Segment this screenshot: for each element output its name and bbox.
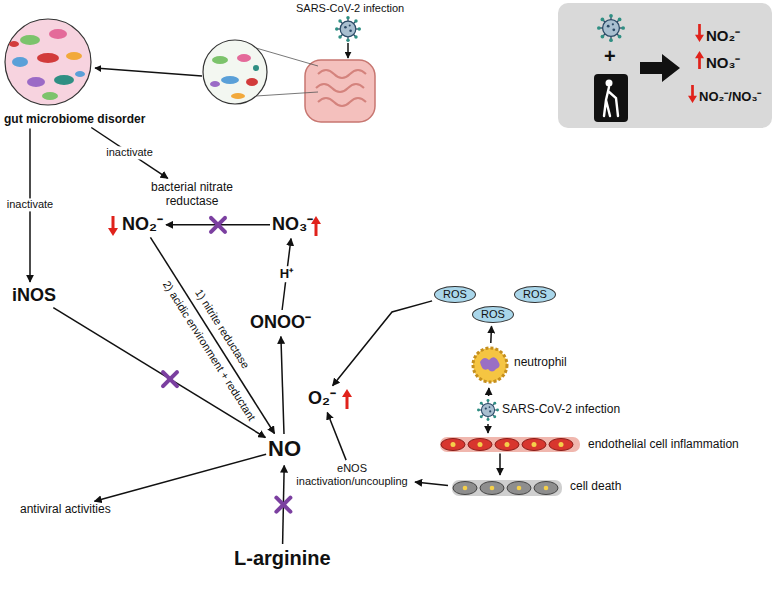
reaction-arrow (95, 454, 267, 501)
dead-cells (452, 480, 562, 496)
node-text: gut microbiome disorder (4, 112, 145, 126)
reaction-arrow (333, 301, 433, 386)
enzyme-label: bacterial nitrate reductase (142, 180, 242, 209)
species-label: NO₂⁻ (122, 214, 163, 236)
node-text: endothelial cell inflammation (588, 437, 739, 451)
legend-panel: NO₂⁻ NO₃⁻ NO₂⁻/NO₃⁻ (558, 3, 772, 128)
cell-node: cell death (450, 478, 621, 493)
block-mark (211, 218, 225, 232)
decrease-arrow (695, 24, 704, 42)
node-text: ROS (523, 288, 547, 301)
block-mark (276, 498, 290, 512)
species-label: ONOO⁻ (250, 312, 311, 334)
node-text: L-arginine (234, 546, 331, 570)
node-text: eNOS inactivation/uncoupling (292, 462, 412, 488)
reaction-arrow (488, 388, 490, 396)
microbiome-circle (5, 19, 91, 105)
node-text: NO₃⁻ (272, 214, 313, 236)
enzyme-label: eNOS inactivation/uncoupling (292, 462, 412, 488)
infection-node: SARS-CoV-2 infection (476, 398, 620, 422)
reaction-arrow (91, 128, 168, 179)
node-text: bacterial nitrate reductase (142, 180, 242, 209)
node-text: SARS-CoV-2 infection (502, 402, 620, 416)
block-mark (163, 372, 177, 386)
microbiome-circle (203, 40, 267, 104)
node-text: ROS (443, 288, 467, 301)
node-text: NO₃⁻ (706, 54, 740, 72)
neutrophil-icon (473, 348, 507, 382)
effect-label: antiviral activities (20, 502, 111, 516)
infection-label: SARS-CoV-2 infection (296, 2, 404, 15)
virus-icon (597, 14, 625, 42)
node-text: ROS (481, 308, 505, 321)
node-text: NO (268, 436, 301, 462)
elderly-icon (594, 74, 628, 122)
reaction-arrow (150, 237, 274, 433)
reaction-arrow (281, 337, 284, 434)
edge-label: H⁺ (278, 266, 295, 282)
node-text: SARS-CoV-2 infection (296, 2, 404, 15)
reaction-arrow (487, 424, 489, 433)
node-text: neutrophil (514, 355, 567, 369)
legend-panel-ground (558, 3, 772, 128)
node-text: NO₂⁻/NO₃⁻ (699, 89, 761, 105)
node-text: ONOO⁻ (250, 312, 311, 334)
node-text: NO₂⁻ (122, 214, 163, 236)
species-label: O₂⁻ (308, 388, 336, 410)
increase-arrow (695, 51, 704, 69)
intestine (305, 60, 375, 122)
endothelial-cells (440, 437, 580, 452)
decrease-arrow (688, 85, 697, 103)
neutrophil-node: neutrophil (466, 345, 567, 385)
enzyme-label: iNOS (12, 285, 56, 307)
microbiome-label: gut microbiome disorder (4, 112, 145, 126)
virus-icon (335, 16, 361, 42)
reaction-arrow (53, 308, 265, 438)
species-label: NO₃⁻ (272, 214, 313, 236)
increase-arrow (342, 389, 352, 409)
node-text: NO₂⁻ (706, 27, 740, 45)
ros-bubble: ROS (472, 306, 514, 323)
reaction-arrow (327, 412, 346, 460)
ros-bubble: ROS (514, 286, 556, 303)
node-text: O₂⁻ (308, 388, 336, 410)
ros-bubble: ROS (434, 286, 476, 303)
zoom-arrow (95, 68, 202, 76)
cell-node: endothelial cell inflammation (438, 436, 739, 451)
node-text: iNOS (12, 285, 56, 307)
decrease-arrow (108, 216, 118, 236)
edge-label: inactivate (5, 199, 55, 212)
plus-sign: + (604, 44, 616, 68)
node-text: cell death (570, 479, 621, 493)
virus-icon (477, 399, 499, 421)
edge-label: inactivate (104, 146, 154, 159)
node-text: antiviral activities (20, 502, 111, 516)
reaction-arrow (499, 453, 501, 475)
zoom-line (256, 92, 318, 96)
species-label: L-arginine (234, 546, 331, 570)
species-label: NO (268, 436, 301, 462)
reaction-arrow (415, 482, 448, 486)
reaction-arrow (490, 326, 492, 343)
big-arrow (640, 54, 680, 82)
infection-arrow (347, 43, 349, 58)
